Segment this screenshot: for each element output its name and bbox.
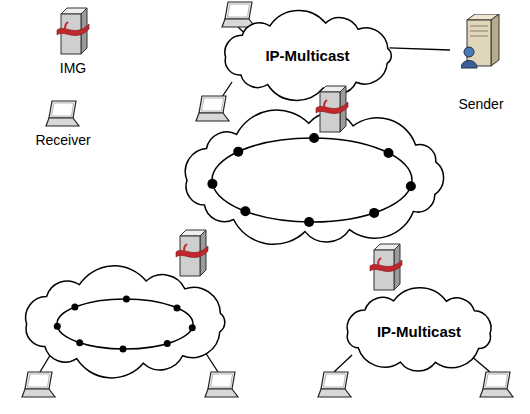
cloud-label: IP-Multicast (205, 47, 410, 64)
img-gateway-icon (176, 230, 208, 276)
legend-entry: IMG (40, 6, 106, 76)
laptop-icon (222, 2, 255, 27)
laptop-icon (318, 372, 351, 397)
cloud-label: IP-Multicast (330, 323, 508, 340)
legend-sample (53, 6, 93, 56)
img-gateway-icon (57, 8, 89, 54)
node-label: Sender (446, 96, 516, 112)
legend-entry: Receiver (30, 100, 96, 148)
network-cloud (185, 110, 443, 244)
laptop-icon (22, 372, 55, 397)
network-link (390, 48, 451, 50)
multicast-cloud: IP-Multicast (205, 8, 410, 103)
access-link (334, 355, 352, 372)
access-link (205, 352, 218, 372)
legend-sample (43, 100, 83, 128)
server-icon (461, 14, 499, 68)
legend-label: Receiver (30, 132, 96, 148)
multicast-cloud: IP-Multicast (330, 285, 508, 377)
laptop-icon (480, 372, 513, 397)
laptop-icon (205, 372, 238, 397)
img-gateway-icon (370, 244, 402, 290)
laptop-icon (196, 96, 229, 121)
overlay-ring (54, 296, 196, 353)
network-cloud (26, 266, 225, 378)
overlay-ring (207, 133, 415, 227)
laptop-icon (46, 101, 79, 126)
sender-node: Sender (446, 14, 516, 112)
legend-label: IMG (40, 60, 106, 76)
